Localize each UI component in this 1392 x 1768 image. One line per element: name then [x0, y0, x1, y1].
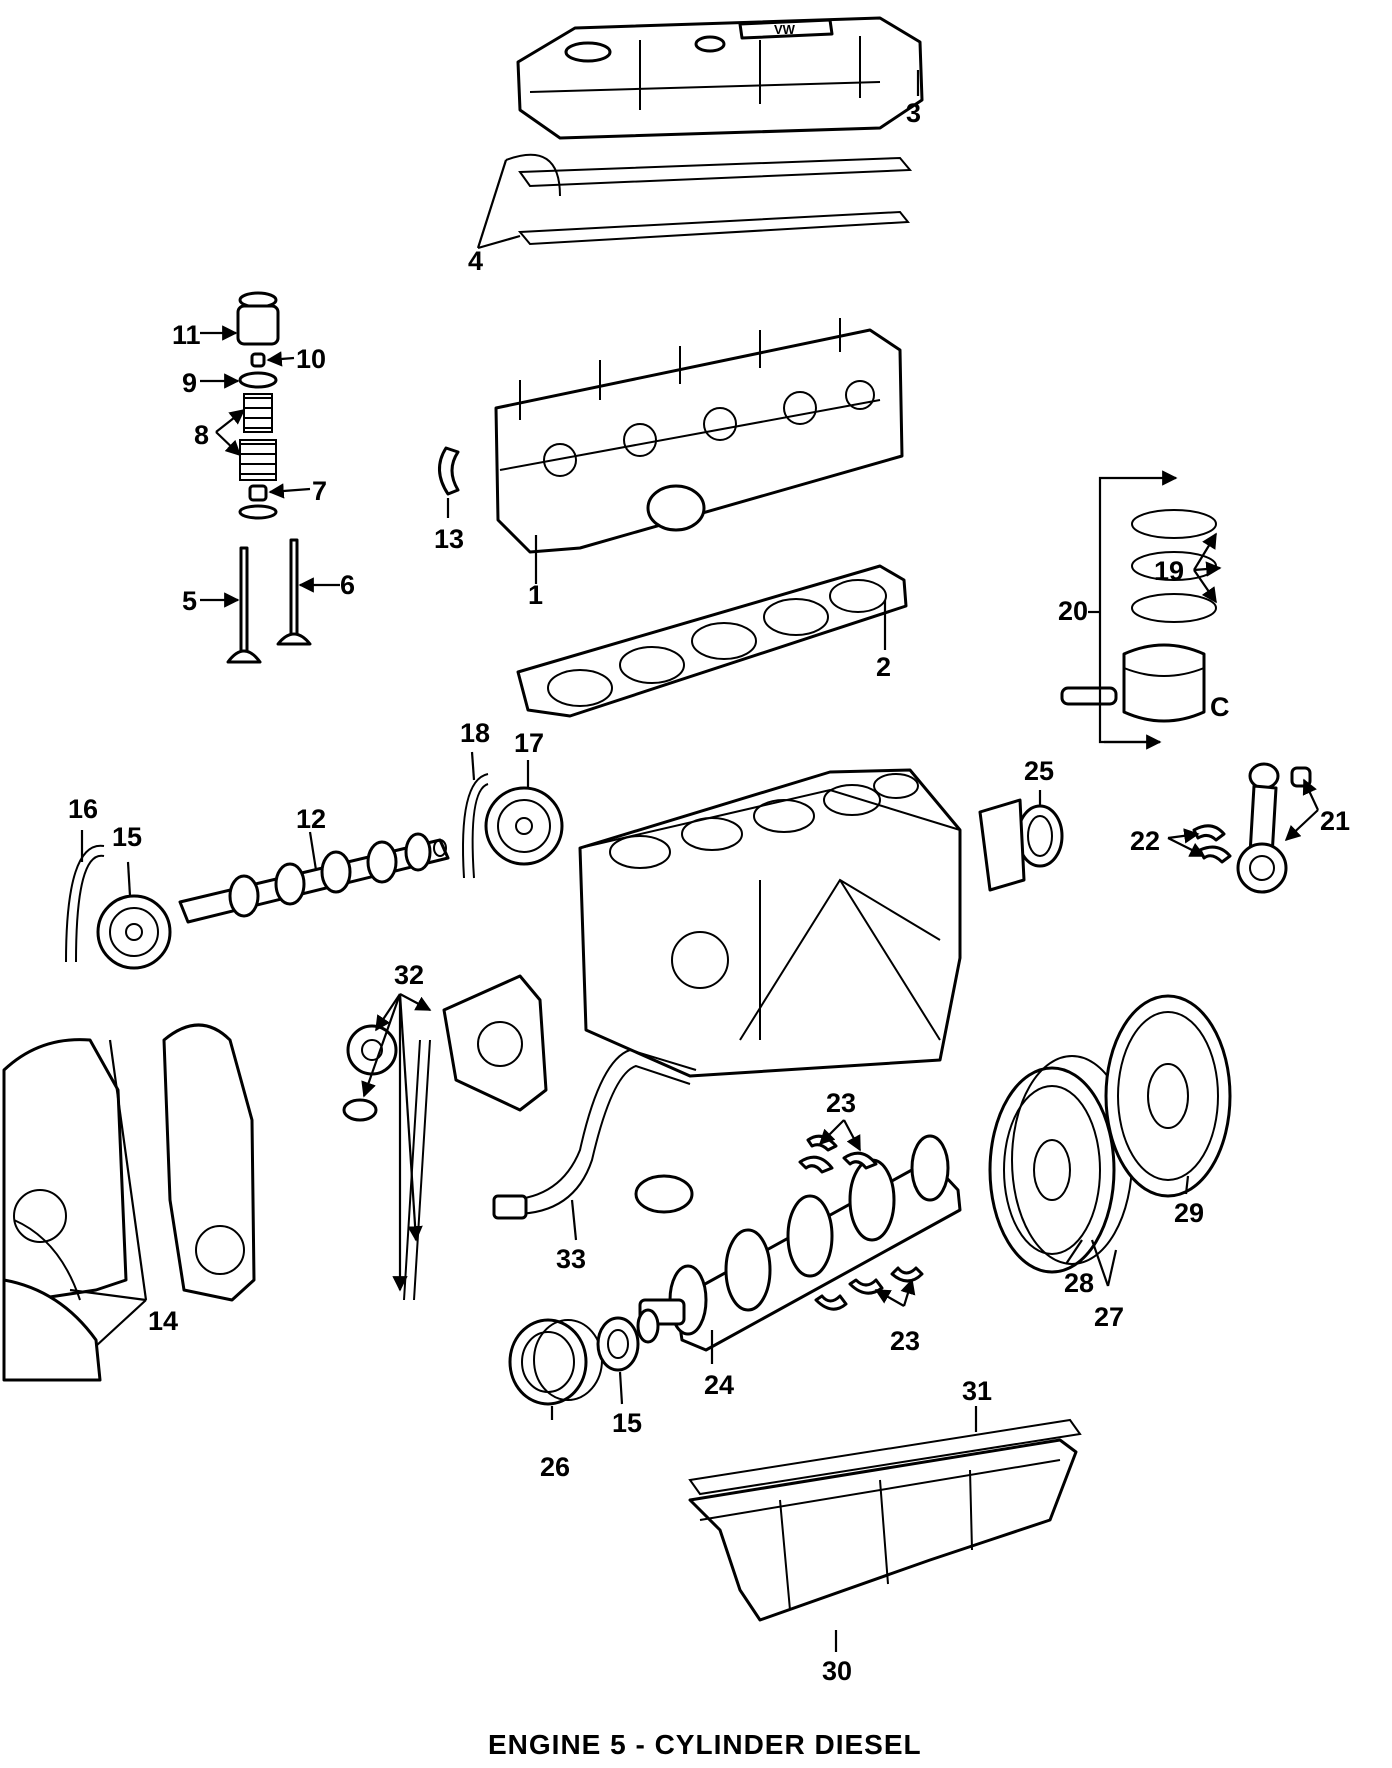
callout-23a: 23 — [826, 1088, 856, 1118]
callout-2: 2 — [876, 652, 891, 682]
camshaft — [178, 832, 450, 924]
main-bearings-upper — [798, 1134, 878, 1174]
main-bearings-lower — [814, 1266, 924, 1311]
callout-18: 18 — [460, 718, 490, 748]
valve-cover-gasket — [505, 153, 913, 246]
callout-27: 27 — [1094, 1302, 1124, 1332]
callout-26: 26 — [540, 1452, 570, 1482]
callout-31: 31 — [962, 1376, 992, 1406]
injection-pump-sprocket — [484, 786, 564, 866]
valve-cover: VW — [516, 16, 924, 140]
callout-14: 14 — [148, 1306, 178, 1336]
diagram-caption: ENGINE 5 - CYLINDER DIESEL — [488, 1729, 922, 1760]
callout-5: 5 — [182, 586, 197, 616]
callout-29: 29 — [1174, 1198, 1204, 1228]
injection-belt-segment — [462, 773, 489, 879]
callout-30: 30 — [822, 1656, 852, 1686]
callout-7: 7 — [312, 476, 327, 506]
flex-plate — [988, 1066, 1116, 1274]
spring-retainer — [238, 371, 278, 389]
callout-20: 20 — [1058, 596, 1088, 626]
hydraulic-lifter — [236, 291, 280, 346]
callout-15a: 15 — [112, 822, 142, 852]
flywheel — [1104, 994, 1232, 1198]
valve-keepers — [250, 352, 266, 368]
oil-pickup-tube — [492, 1048, 697, 1220]
callout-25: 25 — [1024, 756, 1054, 786]
rear-main-seal — [978, 798, 1064, 892]
callout-1: 1 — [528, 580, 543, 610]
piston-mark: C — [1210, 692, 1230, 722]
callout-11: 11 — [172, 320, 201, 350]
valve-cover-lettering: VW — [774, 22, 796, 37]
callout-28: 28 — [1064, 1268, 1094, 1298]
callout-12: 12 — [296, 804, 326, 834]
engine-block — [578, 768, 962, 1078]
callout-6: 6 — [340, 570, 355, 600]
crankshaft — [638, 1134, 962, 1352]
rod-bearings — [1192, 824, 1232, 864]
oil-pan — [688, 1438, 1078, 1622]
timing-belt-segment — [65, 844, 105, 963]
callout-10: 10 — [296, 344, 326, 374]
camshaft-seal — [438, 446, 460, 496]
oil-pan-gasket — [688, 1418, 1082, 1496]
callout-4: 4 — [468, 246, 483, 276]
exhaust-valve — [276, 538, 312, 646]
callout-17: 17 — [514, 728, 544, 758]
callout-22: 22 — [1130, 826, 1160, 856]
valve-stem-seal — [248, 484, 268, 502]
callout-19: 19 — [1154, 556, 1184, 586]
timing-cover-outer — [2, 1038, 128, 1302]
head-gasket — [516, 564, 908, 718]
intake-valve — [226, 546, 262, 664]
callout-16: 16 — [68, 794, 98, 824]
callout-9: 9 — [182, 368, 197, 398]
valve-springs — [239, 393, 277, 481]
timing-cover-inner — [162, 1023, 256, 1302]
callout-32: 32 — [394, 960, 424, 990]
callout-8: 8 — [194, 420, 209, 450]
callout-24: 24 — [704, 1370, 734, 1400]
callout-15b: 15 — [612, 1408, 642, 1438]
connecting-rod — [1236, 762, 1312, 894]
crankshaft-pulley — [508, 1318, 603, 1406]
spring-seat — [238, 504, 278, 520]
crankshaft-sprocket — [596, 1308, 660, 1372]
callout-21: 21 — [1320, 806, 1350, 836]
piston: C — [1060, 643, 1230, 723]
callout-23b: 23 — [890, 1326, 920, 1356]
callout-13: 13 — [434, 524, 464, 554]
timing-cover-lower — [2, 1278, 102, 1382]
callout-3: 3 — [906, 98, 921, 128]
callout-labels: 1 2 3 4 5 6 7 8 9 10 11 12 13 14 15 15 1… — [68, 98, 1350, 1686]
cylinder-head — [494, 318, 904, 554]
camshaft-sprocket — [96, 894, 172, 970]
callout-33: 33 — [556, 1244, 586, 1274]
front-cover-oil-pump — [342, 974, 548, 1301]
